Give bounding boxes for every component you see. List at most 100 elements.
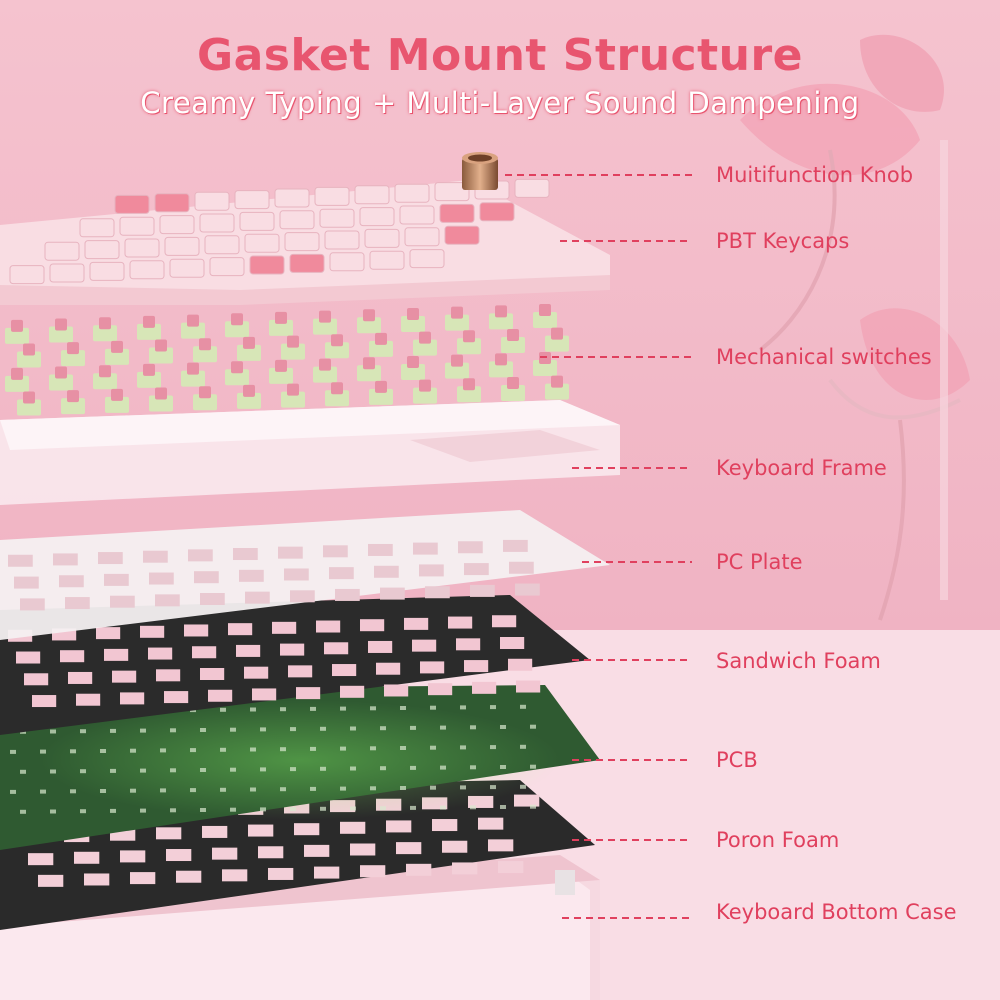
plate-cutout <box>368 543 393 556</box>
pcb-component <box>460 745 466 750</box>
switch-stem <box>155 387 167 400</box>
keycap <box>274 188 310 208</box>
keycap <box>199 213 235 233</box>
pcb-component <box>80 729 86 734</box>
switch-housing <box>533 312 557 329</box>
keycap <box>119 216 155 236</box>
plate-cutout <box>332 664 357 677</box>
plate-cutout <box>74 851 100 864</box>
plate-cutout <box>120 850 146 863</box>
plate-cutout <box>452 862 478 875</box>
plate-cutout <box>323 545 348 558</box>
decorative-flower-top <box>740 34 944 352</box>
pcb-component <box>320 726 326 731</box>
keycap <box>394 183 430 203</box>
switch-housing <box>489 361 513 378</box>
keycap <box>234 190 270 210</box>
keycap <box>359 207 395 227</box>
keycap <box>164 236 200 256</box>
keycap <box>44 241 80 261</box>
switch-housing <box>93 373 117 390</box>
switch-housing <box>49 326 73 343</box>
plate-cutout <box>340 685 365 698</box>
pcb-component <box>350 766 356 771</box>
layer-mechanical-switches <box>5 304 569 416</box>
pcb-component <box>110 728 116 733</box>
switch-housing <box>5 375 29 392</box>
plate-cutout <box>176 870 202 883</box>
pcb-component <box>100 789 106 793</box>
plate-cutout <box>500 637 525 649</box>
pcb-component <box>160 748 166 753</box>
switch-housing <box>49 374 73 391</box>
switch-housing <box>413 339 437 356</box>
plate-cutout <box>20 598 45 611</box>
pcb-component <box>190 748 196 753</box>
switch-stem <box>419 331 431 344</box>
switch-housing <box>237 392 261 409</box>
plate-cutout <box>396 842 422 855</box>
switch-stem <box>143 315 155 328</box>
pcb-component <box>460 705 466 710</box>
keycap <box>324 230 360 250</box>
plate-cutout <box>32 695 57 708</box>
switch-stem <box>495 305 507 318</box>
pcb-component <box>440 725 446 730</box>
plate-cutout <box>428 683 453 696</box>
switch-stem <box>55 366 67 379</box>
switch-stem <box>243 336 255 349</box>
diagram-subtitle: Creamy Typing + Multi-Layer Sound Dampen… <box>140 86 860 120</box>
plate-cutout <box>304 844 330 857</box>
label-pc-plate: PC Plate <box>716 550 803 574</box>
keycap <box>399 205 435 225</box>
plate-cutout <box>164 691 189 704</box>
plate-cutout <box>419 564 444 577</box>
pcb-component <box>380 766 386 771</box>
plate-cutout <box>456 638 481 651</box>
plate-cutout <box>432 819 458 832</box>
pcb-component <box>500 765 506 769</box>
pcb-component <box>370 786 376 791</box>
pcb-component <box>400 786 406 790</box>
pcb-component <box>170 768 176 773</box>
pcb-component <box>260 727 266 732</box>
switch-housing <box>149 347 173 364</box>
switch-stem <box>111 388 123 401</box>
pcb-component <box>110 808 116 813</box>
plate-cutout <box>498 861 524 874</box>
switch-stem <box>331 382 343 395</box>
pcb-component <box>440 805 446 810</box>
keycap <box>479 202 515 222</box>
switch-housing <box>501 336 525 353</box>
switch-stem <box>111 340 123 353</box>
switch-stem <box>507 328 519 341</box>
plate-cutout <box>156 669 181 682</box>
switch-housing <box>501 384 525 401</box>
switch-housing <box>17 351 41 368</box>
label-multifunction-knob: Muitifunction Knob <box>716 163 914 187</box>
plate-cutout <box>360 619 385 632</box>
switch-stem <box>99 317 111 330</box>
plate-cutout <box>458 541 483 554</box>
keycap <box>284 232 320 252</box>
plate-cutout <box>509 561 534 574</box>
plate-cutout <box>120 692 145 705</box>
plate-cutout <box>236 644 261 657</box>
switch-housing <box>269 319 293 336</box>
plate-cutout <box>143 550 168 563</box>
plate-cutout <box>316 620 341 633</box>
keycap <box>514 178 550 198</box>
pcb-component <box>250 747 256 752</box>
switch-stem <box>319 310 331 323</box>
pcb-component <box>10 749 16 754</box>
label-pcb: PCB <box>716 748 758 772</box>
keycap <box>444 225 480 245</box>
switch-housing <box>369 388 393 405</box>
plate-cutout <box>515 583 540 596</box>
switch-housing <box>137 323 161 340</box>
plate-cutout <box>324 642 349 655</box>
plate-cutout <box>98 552 123 565</box>
switch-housing <box>401 315 425 332</box>
pcb-component <box>520 784 526 789</box>
plate-cutout <box>28 853 54 866</box>
